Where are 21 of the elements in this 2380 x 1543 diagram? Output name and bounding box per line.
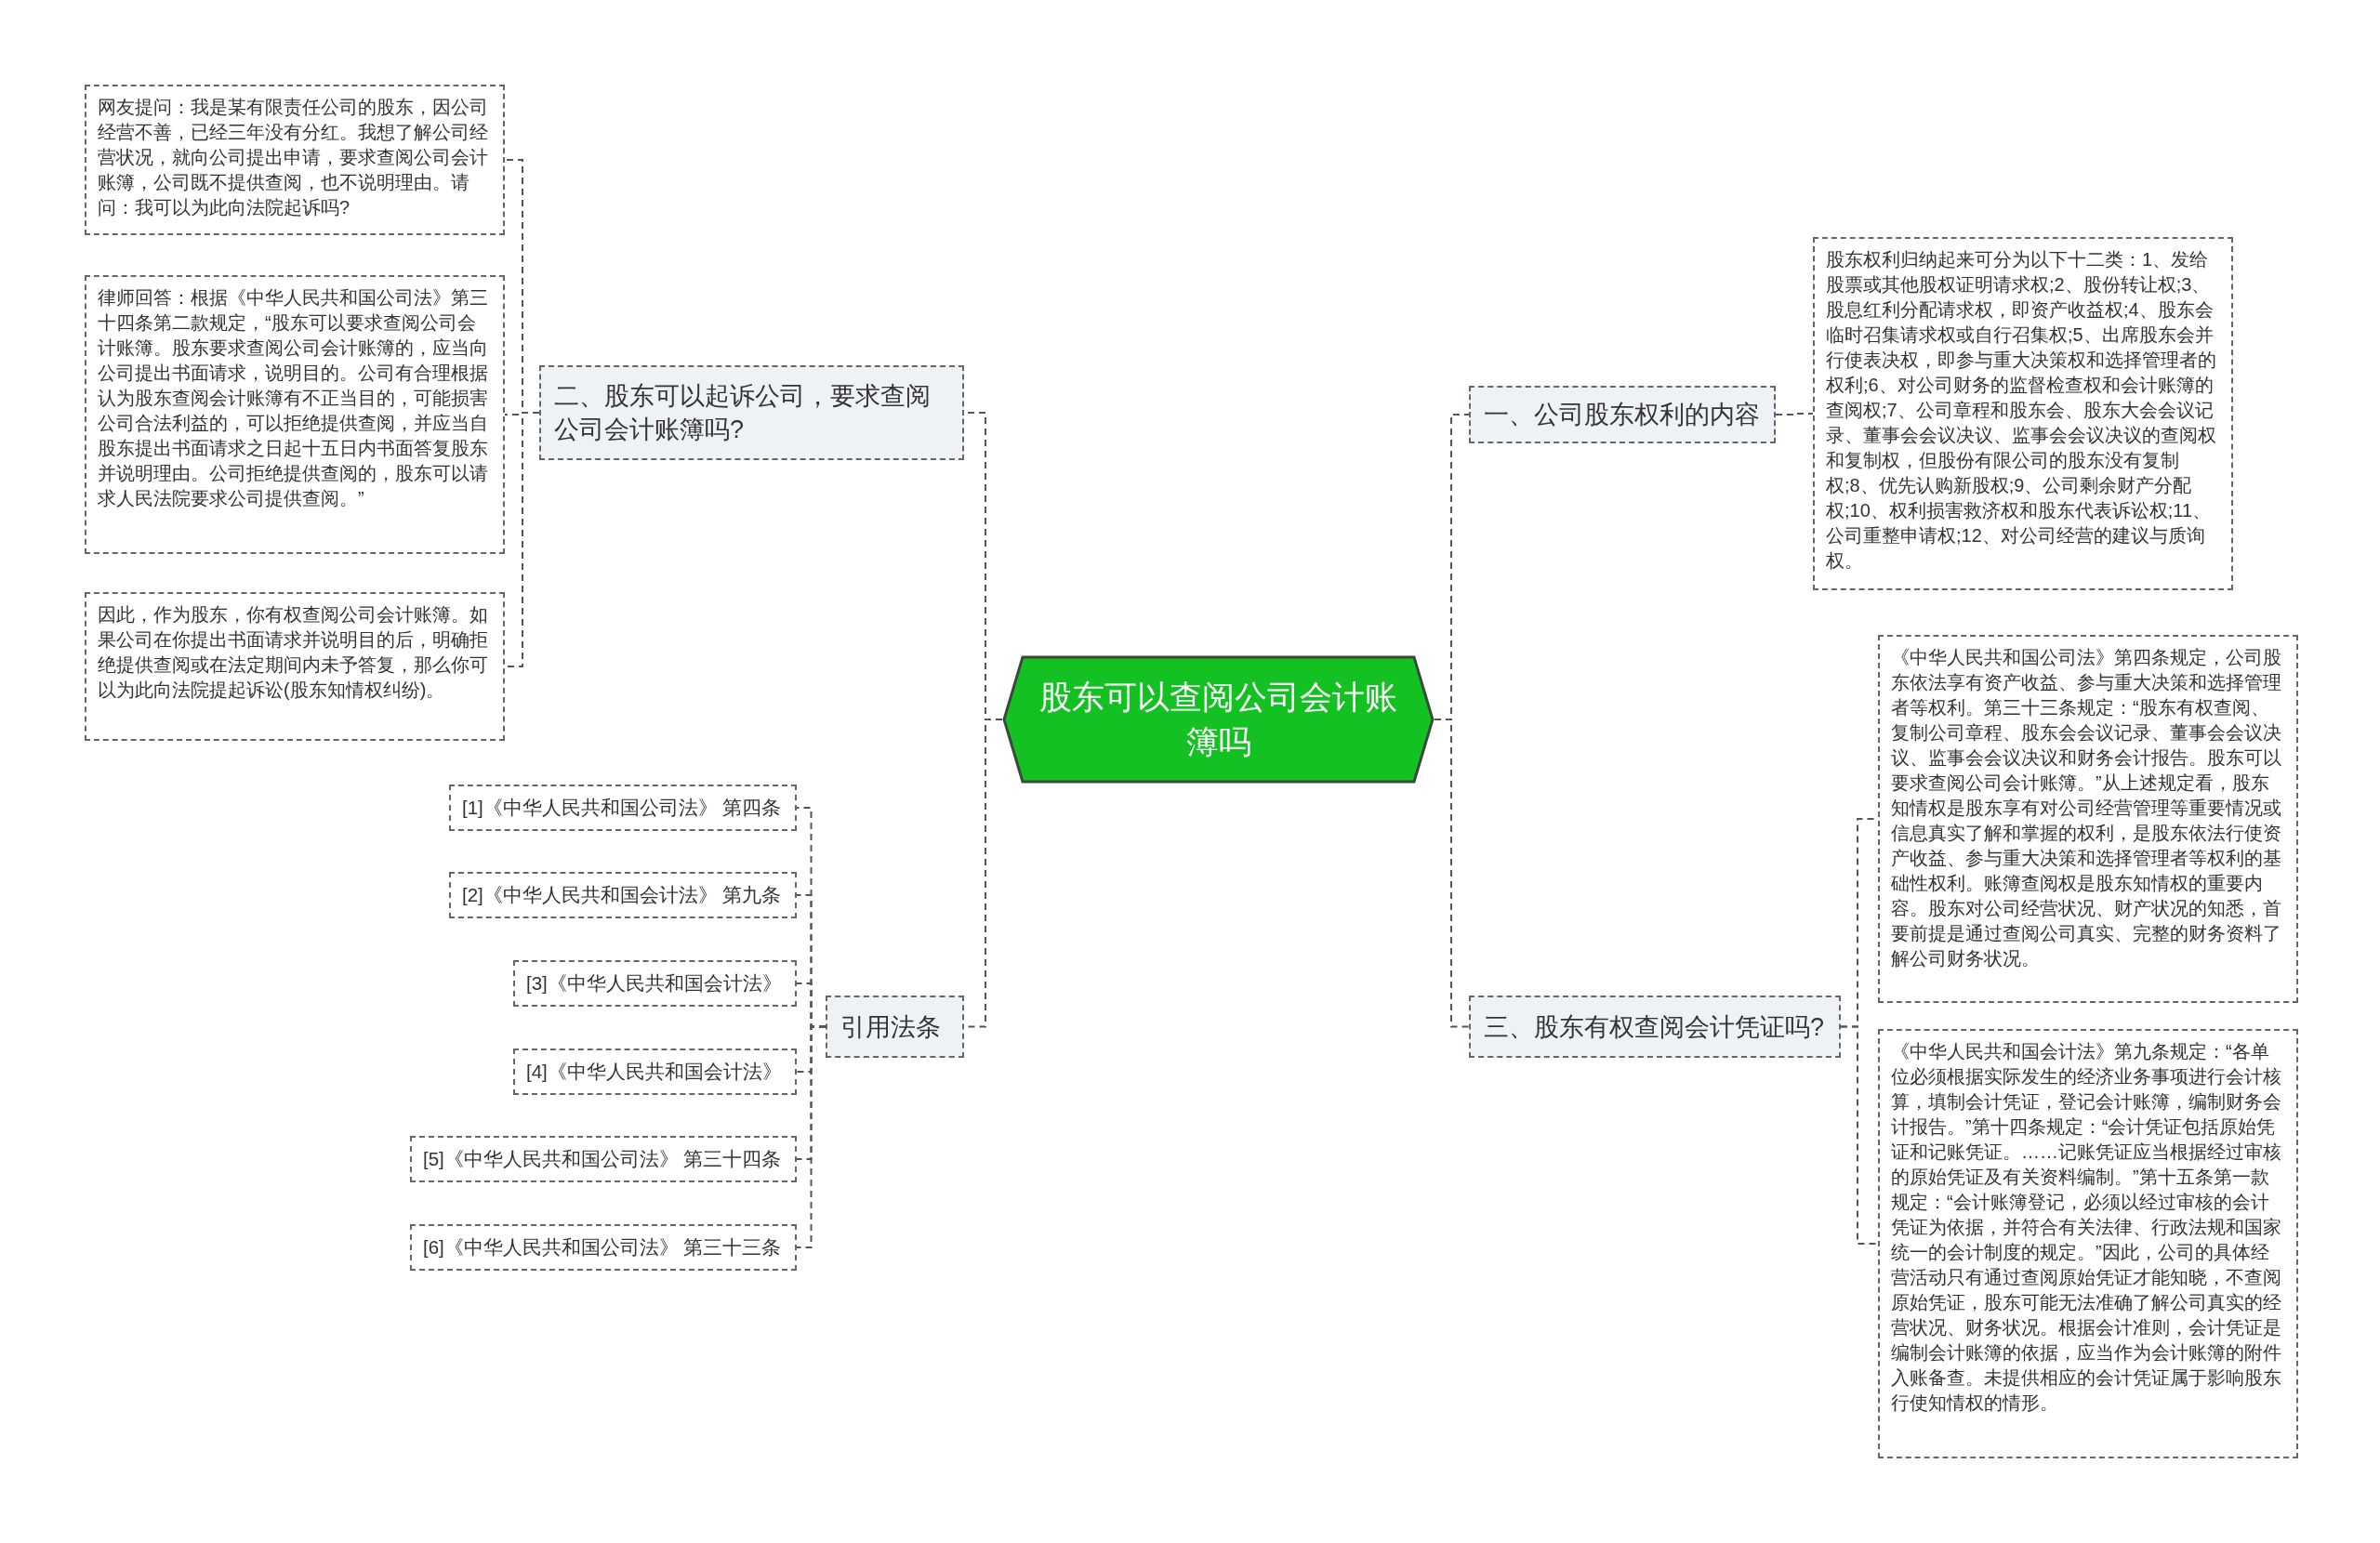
text-box: 《中华人民共和国公司法》第四条规定，公司股东依法享有资产收益、参与重大决策和选择管理者等权利。第三十三条规定：“股东有权查阅、复制公司章程、股东会会议记录、董事会会议决议、监事会会议决议和财务会计报告。股东可以要求查阅公司会计账簿。”从上述规定看，股东知情权是股东享有对公司经营管理等重要情况或信息真实了解和掌握的权利，是股东依法行使资产收益、参与重大决策和选择管理者等权利的基础性权利。账簿查阅权是股东知情权的重要内容。股东对公司经营状况、财产状况的知悉，首要前提是通过查阅公司真实、完整的财务资料了解公司财务状况。 [1878, 635, 2298, 1003]
reference-box: [5]《中华人民共和国公司法》 第三十四条 [410, 1136, 797, 1182]
text-box: 网友提问：我是某有限责任公司的股东，因公司经营不善，已经三年没有分红。我想了解公司经营状况，就向公司提出申请，要求查阅公司会计账簿，公司既不提供查阅，也不说明理由。请问：我可以为此向法院起诉吗? [85, 85, 505, 235]
reference-box: [1]《中华人民共和国公司法》 第四条 [449, 785, 797, 831]
reference-box: [3]《中华人民共和国会计法》 [513, 960, 797, 1007]
text-box: 股东权利归纳起来可分为以下十二类：1、发给股票或其他股权证明请求权;2、股份转让权;3、股息红利分配请求权，即资产收益权;4、股东会临时召集请求权或自行召集权;5、出席股东会并行使表决权，即参与重大决策权和选择管理者的权利;6、对公司财务的监督检查权和会计账簿的查阅权;7、公司章程和股东会、股东大会会议记录、董事会会议决议、监事会会议决议的查阅权和复制权，但股份有限公司的股东没有复制权;8、优先认购新股权;9、公司剩余财产分配权;10、权利损害救济权和股东代表诉讼权;11、公司重整申请权;12、对公司经营的建议与质询权。 [1813, 237, 2233, 590]
connector [1775, 413, 1814, 415]
text-box: 因此，作为股东，你有权查阅公司会计账簿。如果公司在你提出书面请求并说明目的后，明确拒绝提供查阅或在法定期间内未予答复，那么你可以为此向法院提起诉讼(股东知情权纠纷)。 [85, 592, 505, 741]
topic-box: 一、公司股东权利的内容 [1469, 386, 1776, 443]
text-box: 《中华人民共和国会计法》第九条规定：“各单位必须根据实际发生的经济业务事项进行会计核算，填制会计凭证，登记会计账簿，编制财务会计报告。”第十四条规定：“会计凭证包括原始凭证和记账凭证。……记账凭证应当根据经过审核的原始凭证及有关资料编制。”第十五条第一款规定：“会计账簿登记，必须以经过审核的会计凭证为依据，并符合有关法律、行政法规和国家统一的会计制度的规定。”因此，公司的具体经营活动只有通过查阅原始凭证才能知晓，不查阅原始凭证，股东可能无法准确了解公司真实的经营状况、财务状况。根据会计准则，会计凭证是编制会计账簿的依据，应当作为会计账簿的附件入账备查。未提供相应的会计凭证属于影响股东行使知情权的情形。 [1878, 1029, 2298, 1458]
reference-box: [6]《中华人民共和国公司法》 第三十三条 [410, 1224, 797, 1271]
connector [1434, 719, 1470, 1028]
connector [796, 1025, 826, 1248]
central-topic-hexagon: 股东可以查阅公司会计账簿吗 [1002, 655, 1435, 784]
connector [1840, 1025, 1879, 1245]
reference-box: [4]《中华人民共和国会计法》 [513, 1048, 797, 1095]
topic-box: 三、股东有权查阅会计凭证吗? [1469, 996, 1841, 1058]
topic-box: 引用法条 [826, 996, 964, 1058]
topic-box: 二、股东可以起诉公司，要求查阅公司会计账簿吗? [539, 365, 964, 460]
text-box: 律师回答：根据《中华人民共和国公司法》第三十四条第二款规定，“股东可以要求查阅公司会计账簿。股东要求查阅公司会计账簿的，应当向公司提出书面请求，说明目的。公司有合理根据认为股东查阅会计账簿有不正当目的，可能损害公司合法利益的，可以拒绝提供查阅，并应当自股东提出书面请求之日起十五日内书面答复股东并说明理由。公司拒绝提供查阅的，股东可以请求人民法院要求公司提供查阅。” [85, 275, 505, 554]
reference-box: [2]《中华人民共和国会计法》 第九条 [449, 872, 797, 918]
